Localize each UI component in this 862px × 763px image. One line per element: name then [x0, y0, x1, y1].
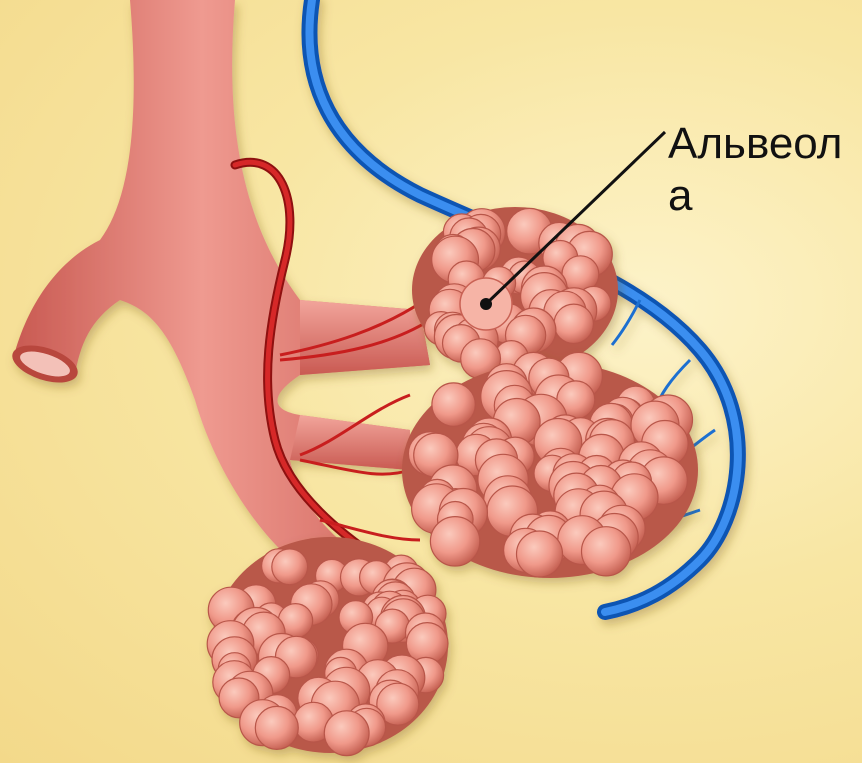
alveolus-label-line1: Альвеол [668, 119, 842, 168]
alveolus-label: Альвеол а [668, 118, 858, 222]
alveolus [255, 706, 298, 749]
alveolus-label-line2: а [668, 171, 692, 220]
alveolus [324, 711, 369, 756]
alveolar-sac-lower [207, 537, 448, 756]
alveolus [272, 549, 308, 585]
alveolus [430, 517, 479, 566]
alveolus [432, 383, 475, 426]
alveolus [554, 304, 593, 343]
alveolus-pointer-dot [480, 298, 492, 310]
bronchus [8, 0, 430, 575]
alveolus [517, 531, 563, 577]
alveolar-sac-upper [412, 207, 618, 379]
alveolar-sac-middle [402, 352, 698, 578]
alveolus [582, 527, 631, 576]
